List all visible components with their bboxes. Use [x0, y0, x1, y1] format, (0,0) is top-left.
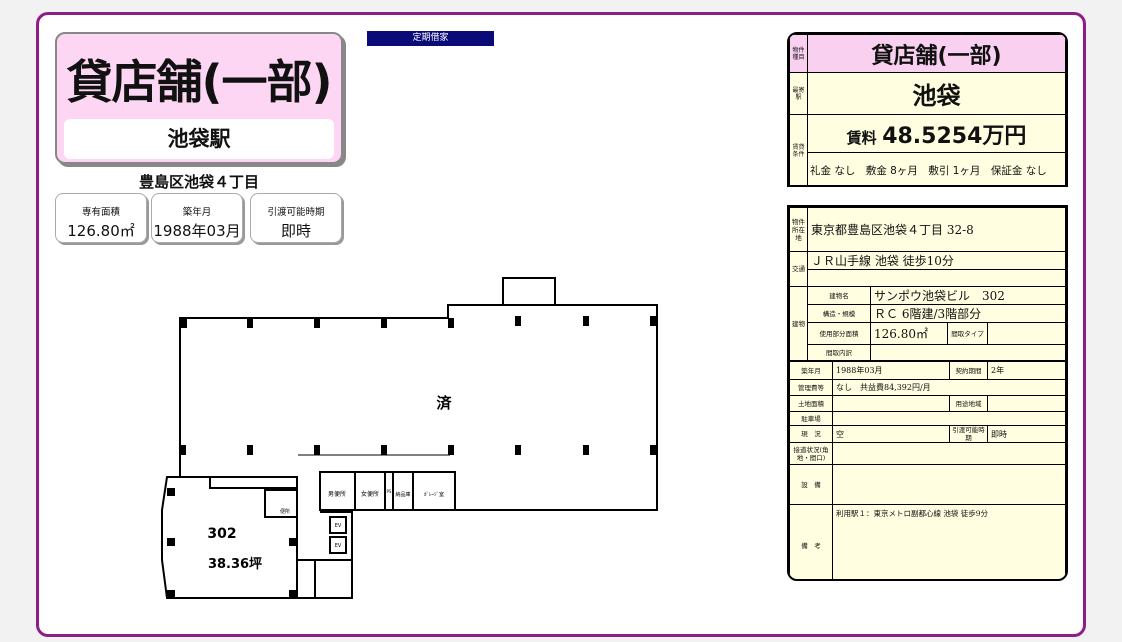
building-label: 建物 [789, 286, 808, 361]
summary-type: 貸店舗(一部) [807, 34, 1066, 73]
terms-label: 賃貸条件 [789, 114, 808, 185]
card-value: 即時 [280, 222, 311, 240]
handover-value: 即時 [987, 425, 1066, 443]
unit-number: 302 [207, 526, 236, 542]
card-label: 引渡可能時期 [267, 207, 325, 218]
fee-label: 管理費等 [789, 379, 833, 396]
station-name: 池袋駅 [64, 119, 334, 159]
rent-value: 48.5254万円 [882, 123, 1027, 149]
card-value: 126.80㎡ [67, 222, 135, 240]
card-built: 築年月 1988年03月 [151, 193, 243, 243]
road-label: 接道状況(角地・間口) [789, 442, 833, 465]
fee-value: なし 共益費84,392円/月 [832, 379, 1066, 396]
rent-label: 賃料 [846, 128, 877, 147]
card-label: 専有面積 [81, 207, 120, 218]
notes-value: 利用駅１：東京メトロ副都心線 池袋 徒歩9分 [832, 504, 1066, 579]
floor-plan: 済 302 38.36坪 男便所 女便所 PS 納品庫 ｶﾞﾚｰｼﾞ室 便所 E… [161, 277, 658, 599]
notes-label: 備 考 [789, 504, 833, 579]
equip-label: 設 備 [789, 464, 833, 505]
zoning-label: 用途地域 [949, 395, 988, 412]
rent-conditions: 礼金 なし 敷金 8ヶ月 敷引 1ヶ月 保証金 なし [807, 152, 1066, 185]
station-label: 最寄駅 [789, 72, 808, 115]
room-label: 納品庫 [395, 491, 410, 498]
property-type-card: 貸店舗(一部) 池袋駅 [55, 32, 343, 164]
equip-value [832, 464, 1066, 505]
status-value: 空 [832, 425, 950, 443]
handover-label: 引渡可能時期 [949, 425, 988, 443]
built-value: 1988年03月 [832, 361, 950, 380]
summary-station: 池袋 [807, 72, 1066, 115]
unit-area: 38.36坪 [208, 557, 262, 572]
transport-label: 交通 [789, 251, 808, 287]
built-label: 築年月 [789, 361, 833, 380]
status-label: 現 況 [789, 425, 833, 443]
parking-label: 駐車場 [789, 411, 833, 426]
location-value: 東京都豊島区池袋４丁目 32-8 [807, 207, 1066, 252]
room-label: 女便所 [361, 490, 379, 498]
road-value [832, 442, 1066, 465]
property-type: 貸店舗(一部) [66, 55, 332, 109]
room-label: 便所 [280, 508, 290, 515]
location-label: 物件所在地 [789, 207, 808, 252]
stair-tower [502, 277, 556, 306]
zoning-value [987, 395, 1066, 412]
transport-1: ＪＲ山手線 池袋 徒歩10分 [807, 251, 1066, 270]
structure-value: ＲＣ 6階建/3階部分 [870, 304, 1066, 323]
lease-type-badge: 定期借家 [367, 31, 494, 46]
address-short: 豊島区池袋４丁目 [138, 173, 259, 191]
contract-label: 契約期間 [949, 361, 988, 380]
transport-2 [807, 269, 1066, 287]
card-label: 築年月 [182, 207, 212, 218]
card-value: 1988年03月 [153, 222, 241, 240]
land-label: 土地面積 [789, 395, 833, 412]
layout-type-label: 間取タイプ [947, 322, 988, 345]
room-label: PS [387, 489, 392, 494]
room-label: EV [335, 543, 342, 549]
card-area: 専有面積 126.80㎡ [55, 193, 147, 243]
bname-value: サンポウ池袋ビル 302 [870, 286, 1066, 305]
structure-label: 構造・規模 [807, 304, 871, 323]
bname-label: 建物名 [807, 286, 871, 305]
type-label: 物件種目 [789, 34, 808, 73]
layout-detail-label: 間取内訳 [807, 344, 871, 361]
room-label: 男便所 [328, 490, 346, 498]
room-label: EV [335, 523, 342, 529]
area-value: 126.80㎡ [870, 322, 948, 345]
area-label: 使用部分面積 [807, 322, 871, 345]
main-floor-outline [179, 304, 658, 511]
layout-type-value [987, 322, 1066, 345]
summary-box: 物件種目貸店舗(一部) 最寄駅池袋 賃貸条件 賃料 48.5254万円 礼金 なし… [787, 32, 1068, 187]
land-value [832, 395, 950, 412]
taken-mark: 済 [436, 394, 452, 412]
layout-detail-value [870, 344, 1066, 361]
contract-value: 2年 [987, 361, 1066, 380]
parking-value [832, 411, 1066, 426]
card-handover: 引渡可能時期即時 [250, 193, 342, 243]
room-label: ｶﾞﾚｰｼﾞ室 [424, 491, 444, 498]
